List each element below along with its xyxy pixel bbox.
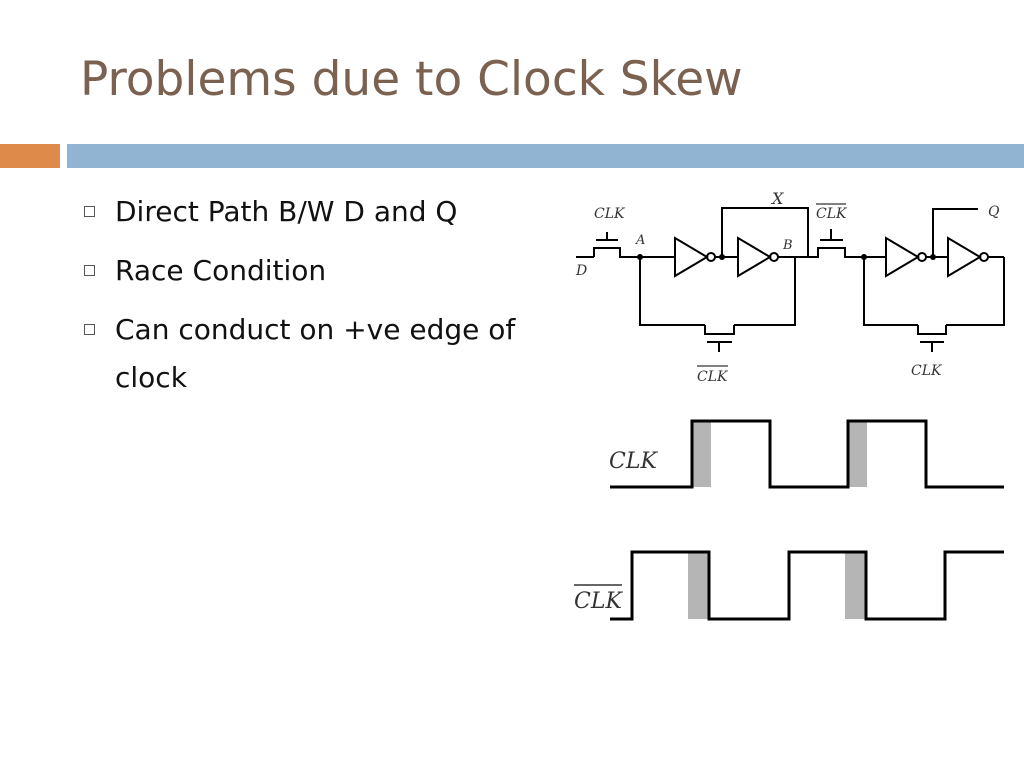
- junction-x: [719, 254, 725, 260]
- label-clk-waveform: CLK: [609, 449, 658, 474]
- square-bullet-icon: [84, 265, 95, 276]
- feedback-1-right: [734, 257, 796, 326]
- clk-skew-region-1: [692, 421, 711, 487]
- square-bullet-icon: [84, 324, 95, 335]
- bullet-text: Direct Path B/W D and Q: [115, 195, 458, 228]
- junction-a: [637, 254, 643, 260]
- label-x: X: [770, 189, 784, 208]
- clk-waveform: [610, 419, 1004, 489]
- label-clkbar-fb1: CLK: [697, 369, 729, 385]
- label-clk-tg1: CLK: [594, 206, 626, 222]
- transmission-gate-2: [810, 247, 864, 258]
- feedback-tg-2: [917, 325, 947, 335]
- bullet-list: Direct Path B/W D and Q Race Condition C…: [82, 188, 552, 413]
- junction-tg2-out: [861, 254, 867, 260]
- accent-bar-blue: [67, 144, 1024, 168]
- bullet-item: Direct Path B/W D and Q: [82, 188, 552, 236]
- square-bullet-icon: [84, 206, 95, 217]
- clk-skew-region-2: [848, 421, 867, 487]
- feedback-1-left: [639, 257, 705, 326]
- label-clkbar-waveform: CLK: [574, 589, 623, 614]
- flip-flop-circuit: [576, 207, 1005, 352]
- label-d: D: [575, 263, 587, 279]
- inverter-1: [674, 236, 709, 278]
- bullet-item: Can conduct on +ve edge of clock: [82, 306, 552, 402]
- feedback-2-right: [946, 257, 1005, 326]
- feedback-tg-1: [704, 325, 735, 335]
- inverter-4: [947, 236, 982, 278]
- label-a: A: [635, 233, 645, 248]
- wire-x: [721, 207, 809, 257]
- bullet-text: Race Condition: [115, 254, 327, 287]
- slide-title: Problems due to Clock Skew: [80, 52, 743, 107]
- clkbar-waveform: [610, 550, 1004, 621]
- inverter-3: [885, 236, 920, 278]
- junction-q: [930, 254, 936, 260]
- transmission-gate-1: [593, 247, 640, 258]
- bullet-text: Can conduct on +ve edge of clock: [115, 313, 516, 394]
- label-clk-fb2: CLK: [911, 363, 943, 379]
- clkbar-skew-region-1: [688, 552, 709, 619]
- junction-dots: [637, 254, 936, 260]
- label-clkbar-tg2: CLK: [816, 206, 848, 222]
- wire-q: [932, 208, 978, 257]
- inverter-2: [737, 236, 772, 278]
- feedback-2-left: [863, 257, 918, 326]
- accent-bar-orange: [0, 144, 60, 168]
- bullet-item: Race Condition: [82, 247, 552, 295]
- clkbar-skew-region-2: [845, 552, 866, 619]
- label-q: Q: [988, 204, 1000, 220]
- label-b: B: [782, 238, 793, 253]
